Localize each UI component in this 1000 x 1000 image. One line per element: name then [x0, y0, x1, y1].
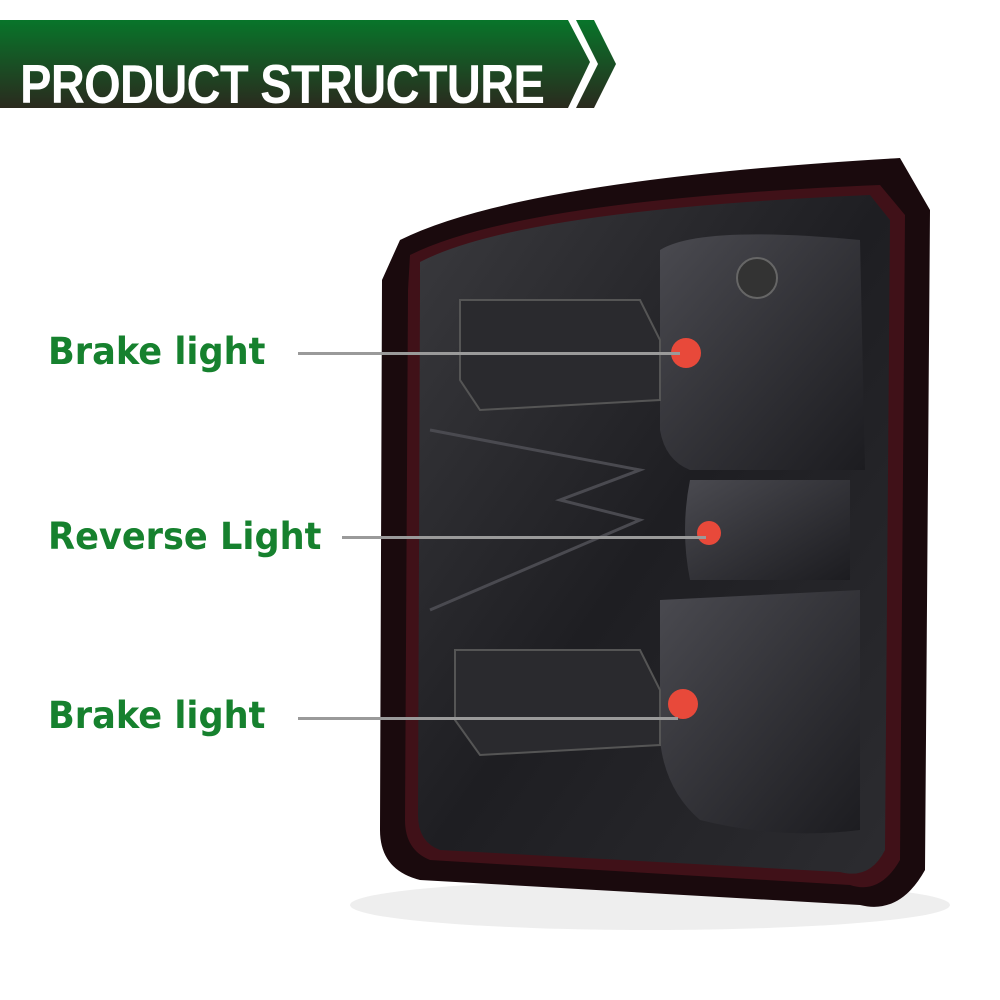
banner-chevron-shape [0, 20, 616, 108]
callout-label-reverse: Reverse Light [48, 515, 322, 558]
leader-line-upper-brake [298, 352, 680, 355]
leader-line-reverse [342, 536, 706, 539]
leader-line-lower-brake [298, 717, 678, 720]
page-title: PRODUCT STRUCTURE [20, 53, 545, 115]
section-banner: PRODUCT STRUCTURE [0, 20, 640, 115]
callout-label-upper-brake: Brake light [48, 330, 266, 373]
callout-label-lower-brake: Brake light [48, 694, 266, 737]
lower-brake-socket [668, 689, 698, 719]
reverse-socket [697, 521, 721, 545]
